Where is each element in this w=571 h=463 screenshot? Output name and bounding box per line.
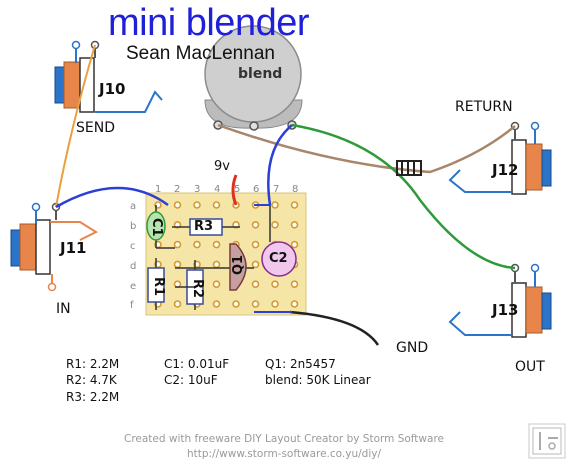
wire-wiper-blue [267,124,293,206]
credit-line-1: Created with freeware DIY Layout Creator… [124,433,444,445]
col-label-4: 4 [214,184,221,195]
board-hole [251,260,260,269]
row-label-f: f [130,300,134,311]
row-label-d: d [130,261,137,272]
ground-label: GND [396,340,429,356]
diagram-author: Sean MacLennan [126,43,275,64]
jack-j13[interactable] [448,263,552,338]
board-hole [271,221,279,229]
board-hole [251,280,260,289]
col-label-3: 3 [194,184,201,195]
jack-j13-name: OUT [515,359,545,375]
board-hole [251,300,260,308]
board-hole [232,300,240,308]
board-hole [290,240,299,249]
board-hole [173,240,182,249]
jack-j11[interactable] [10,202,99,292]
col-label-1: 1 [155,184,162,195]
parts-q1: Q1: 2n5457 [265,357,336,371]
parts-c2: C2: 10uF [164,373,218,387]
wire-out-green [291,123,516,270]
board-hole [251,240,260,249]
r1-label: R1 [151,277,166,297]
row-label-b: b [130,221,137,232]
jack-j11-ref: J11 [60,239,87,257]
board-hole [212,240,221,249]
pot-label: blend [238,66,283,82]
col-label-5: 5 [234,184,241,195]
board-hole [251,221,260,229]
parts-r2: R2: 4.7K [66,373,117,387]
wire-return-brown [217,123,516,174]
diagram-title: mini blender [108,2,310,44]
board-hole [193,240,201,249]
credit-line-2[interactable]: http://www.storm-software.co.yu/diy/ [187,448,381,460]
jack-j10-name: SEND [76,120,115,136]
blend-pot[interactable] [204,25,303,131]
jack-j10[interactable] [54,40,163,113]
wire-in-blue [55,186,169,209]
board-hole [173,201,182,209]
wire-gnd-black [289,310,380,346]
jack-j12[interactable] [448,121,552,195]
wire-9v-red [231,174,238,206]
c1-label: C1 [149,218,164,237]
board-hole [173,300,182,308]
parts-r3: R3: 2.2M [66,390,120,404]
board-hole [271,280,279,289]
parts-r1: R1: 2.2M [66,357,120,371]
jack-j11-name: IN [56,301,71,317]
r2-label: R2 [190,279,205,299]
row-label-e: e [130,281,137,292]
r1-resistor[interactable] [147,258,165,310]
board-hole [212,201,221,209]
board-hole [212,300,221,308]
diy-logo-icon [528,423,566,459]
board-hole [212,280,221,289]
q1-transistor[interactable] [229,243,247,291]
board-hole [212,260,221,269]
c2-capacitor[interactable] [261,205,297,277]
board-hole [173,260,182,269]
r3-resistor[interactable] [172,218,240,236]
row-label-a: a [130,201,137,212]
parts-c1: C1: 0.01uF [164,357,230,371]
board-hole [290,300,299,308]
col-label-6: 6 [253,184,260,195]
jack-j13-ref: J13 [492,301,519,319]
c1-capacitor[interactable] [146,205,166,248]
board-hole [271,300,279,308]
jack-j10-ref: J10 [99,80,126,98]
row-label-c: c [130,241,136,252]
pot-lug-2 [249,121,259,131]
wire-send-orange [55,44,96,208]
board-hole [290,221,299,229]
board-hole [290,201,299,209]
jack-j12-ref: J12 [492,161,519,179]
r3-label: R3 [194,219,214,234]
inline-resistor-icon [396,160,422,176]
board-hole [290,280,299,289]
c2-label: C2 [269,251,288,266]
col-label-8: 8 [292,184,299,195]
jack-j12-name: RETURN [455,99,513,115]
board-hole [271,201,279,209]
board-hole [193,201,201,209]
parts-blend: blend: 50K Linear [265,373,371,387]
col-label-2: 2 [174,184,181,195]
q1-label: Q1 [231,254,246,275]
col-label-7: 7 [273,184,280,195]
power-label: 9v [214,159,230,174]
